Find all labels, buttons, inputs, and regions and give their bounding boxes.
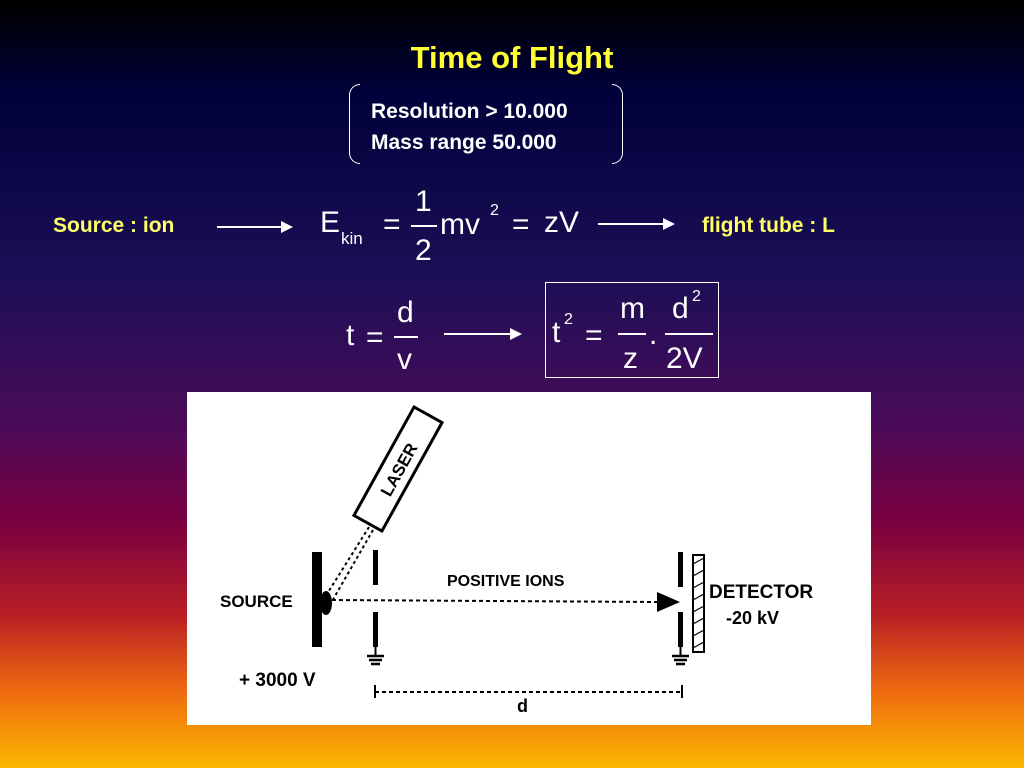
laser-beam-2 [326,529,374,611]
d2v-fraction-bar [665,333,713,335]
distance-label: d [517,696,528,716]
flight-tube-label: flight tube : L [702,214,835,237]
resolution-spec: Resolution > 10.000 [371,100,568,123]
grid-electrode-bottom [373,612,378,647]
source-label: SOURCE [220,592,293,611]
charge-denominator: z [623,342,638,375]
result-arrow [444,328,522,340]
dv-fraction-bar [394,336,418,338]
tof-diagram-svg: LASER SOURCE + 3000 V POSITIVE IONS [220,404,813,716]
spec-bracket-left [349,84,360,164]
distance-numerator: d [397,296,414,329]
tof-diagram: LASER SOURCE + 3000 V POSITIVE IONS [187,392,871,725]
velocity-squared: 2 [490,202,499,219]
detector-grid-bottom [678,612,683,647]
spec-bracket-right [612,84,623,164]
equals-sign-2: = [512,208,530,241]
grid-electrode-top [373,550,378,585]
half-fraction-bar [411,225,437,227]
kinetic-subscript: kin [341,229,363,248]
time-squared-exponent: 2 [564,311,573,328]
ion-arrowhead [657,592,680,612]
half-denominator: 2 [415,234,432,267]
2V-denominator: 2V [666,342,703,375]
sample-spot [320,591,332,615]
zV-term: zV [544,206,580,239]
detector-voltage-label: -20 kV [726,608,779,628]
mz-fraction-bar [618,333,646,335]
detector-label: DETECTOR [709,582,813,603]
source-ion-label: Source : ion [53,214,175,237]
ion-path [331,599,658,603]
slide-title: Time of Flight [410,40,614,75]
mass-range-spec: Mass range 50.000 [371,131,557,154]
d-squared-exponent: 2 [692,288,701,305]
energy-symbol: E [320,206,341,239]
detector-plate [692,554,705,653]
mass-numerator: m [620,292,645,325]
detector-grid-top [678,552,683,587]
half-numerator: 1 [415,185,432,218]
multiply-dot: . [649,318,658,351]
equals-sign-4: = [585,319,603,352]
positive-ions-label: POSITIVE IONS [447,573,565,590]
laser-beam-1 [321,526,370,603]
grid-ground-symbol [367,647,384,666]
source-plate [312,552,322,647]
detector-ground-symbol [672,647,689,666]
mv-term: mv [440,208,480,241]
laser-box: LASER [351,404,445,534]
velocity-denominator: v [397,343,412,376]
time-squared-symbol: t [552,316,561,349]
equals-sign-3: = [366,321,384,354]
d-numerator: d [672,292,689,325]
equals-sign-1: = [383,208,401,241]
detector-hatching [692,557,705,649]
source-voltage-label: + 3000 V [239,670,316,691]
flight-tube-arrow [598,218,675,230]
source-arrow [217,221,293,233]
time-symbol: t [346,319,355,352]
formula-box [545,282,719,378]
